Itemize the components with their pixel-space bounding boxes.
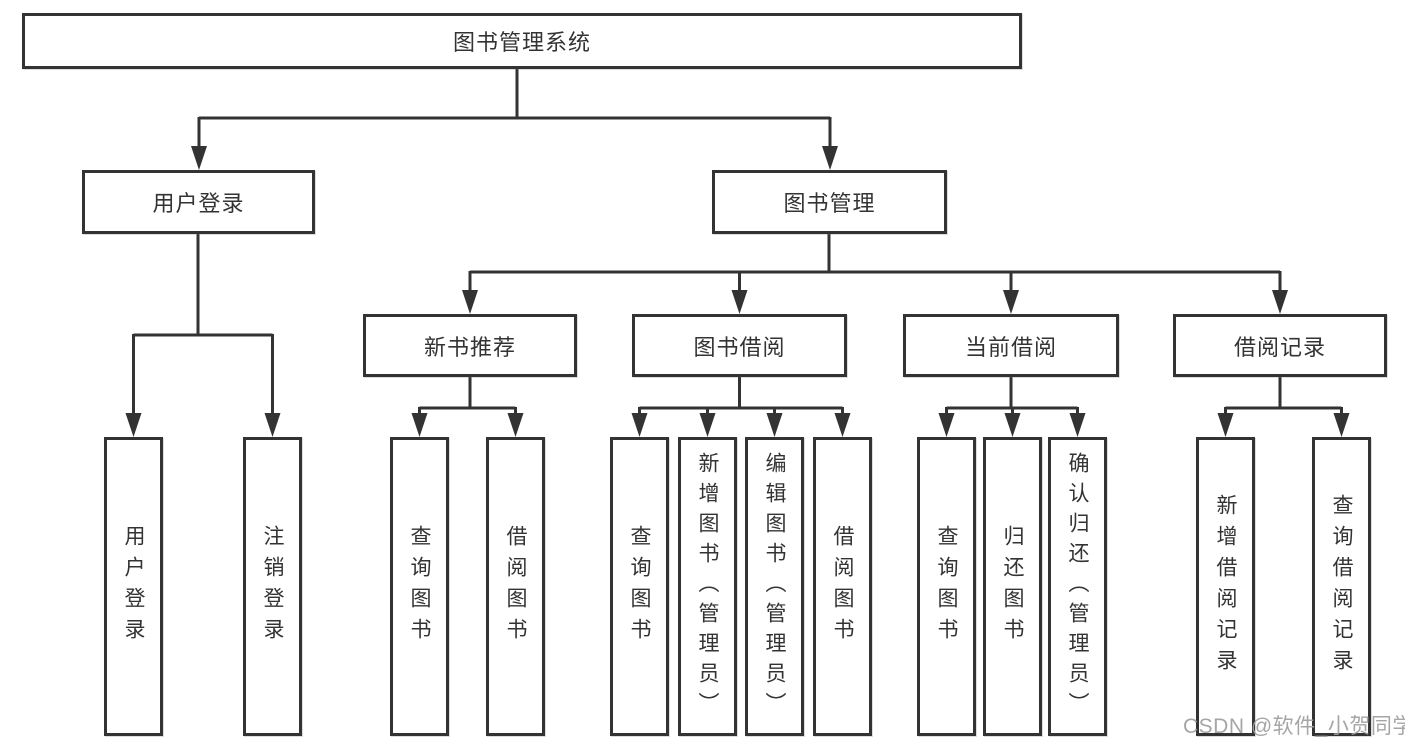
leaf-borrow-books-under-borrowing: 借阅图书 [813, 437, 872, 736]
node-label: 新书推荐 [423, 334, 516, 360]
node-label: 归还图书 [1001, 524, 1024, 649]
node-label: 确认归还（管理员） [1066, 451, 1089, 722]
node-label: 注销登录 [261, 524, 284, 649]
leaf-query-borrow-record: 查询借阅记录 [1312, 437, 1371, 736]
node-label: 新增借阅记录 [1214, 493, 1237, 680]
leaf-query-books-under-borrowing: 查询图书 [610, 437, 669, 736]
node-borrowing-records: 借阅记录 [1173, 314, 1387, 377]
node-label: 查询图书 [935, 524, 958, 649]
leaf-return-books: 归还图书 [983, 437, 1042, 736]
node-label: 借阅图书 [831, 524, 854, 649]
leaf-add-books-admin: 新增图书（管理员） [678, 437, 737, 736]
node-label: 编辑图书（管理员） [763, 451, 786, 722]
node-label: 新增图书（管理员） [696, 451, 719, 722]
node-label: 查询图书 [408, 524, 431, 649]
node-current-borrowing: 当前借阅 [903, 314, 1119, 377]
node-label: 用户登录 [122, 524, 145, 649]
node-book-borrowing: 图书借阅 [632, 314, 847, 377]
node-label: 借阅图书 [504, 524, 527, 649]
node-label: 查询借阅记录 [1330, 493, 1353, 680]
node-book-management: 图书管理 [712, 170, 947, 234]
node-library-management-system: 图书管理系统 [22, 13, 1022, 69]
node-user-login: 用户登录 [82, 170, 315, 234]
leaf-logout: 注销登录 [243, 437, 302, 736]
leaf-user-login: 用户登录 [104, 437, 163, 736]
node-label: 图书管理系统 [452, 30, 591, 55]
node-label: 当前借阅 [964, 334, 1057, 360]
node-new-book-recommendation: 新书推荐 [363, 314, 577, 377]
leaf-add-borrow-record: 新增借阅记录 [1196, 437, 1255, 736]
csdn-watermark: CSDN @软件_小贺同学 [1183, 715, 1405, 738]
node-label: 图书管理 [783, 191, 876, 216]
node-label: 查询图书 [628, 524, 651, 649]
node-label: 借阅记录 [1233, 334, 1326, 360]
leaf-query-books-under-current: 查询图书 [917, 437, 976, 736]
leaf-confirm-return-admin: 确认归还（管理员） [1048, 437, 1107, 736]
leaf-borrow-books-under-recommendation: 借阅图书 [486, 437, 545, 736]
leaf-edit-books-admin: 编辑图书（管理员） [745, 437, 804, 736]
leaf-query-books-under-recommendation: 查询图书 [390, 437, 449, 736]
node-label: 用户登录 [152, 191, 245, 216]
node-label: 图书借阅 [693, 334, 786, 360]
